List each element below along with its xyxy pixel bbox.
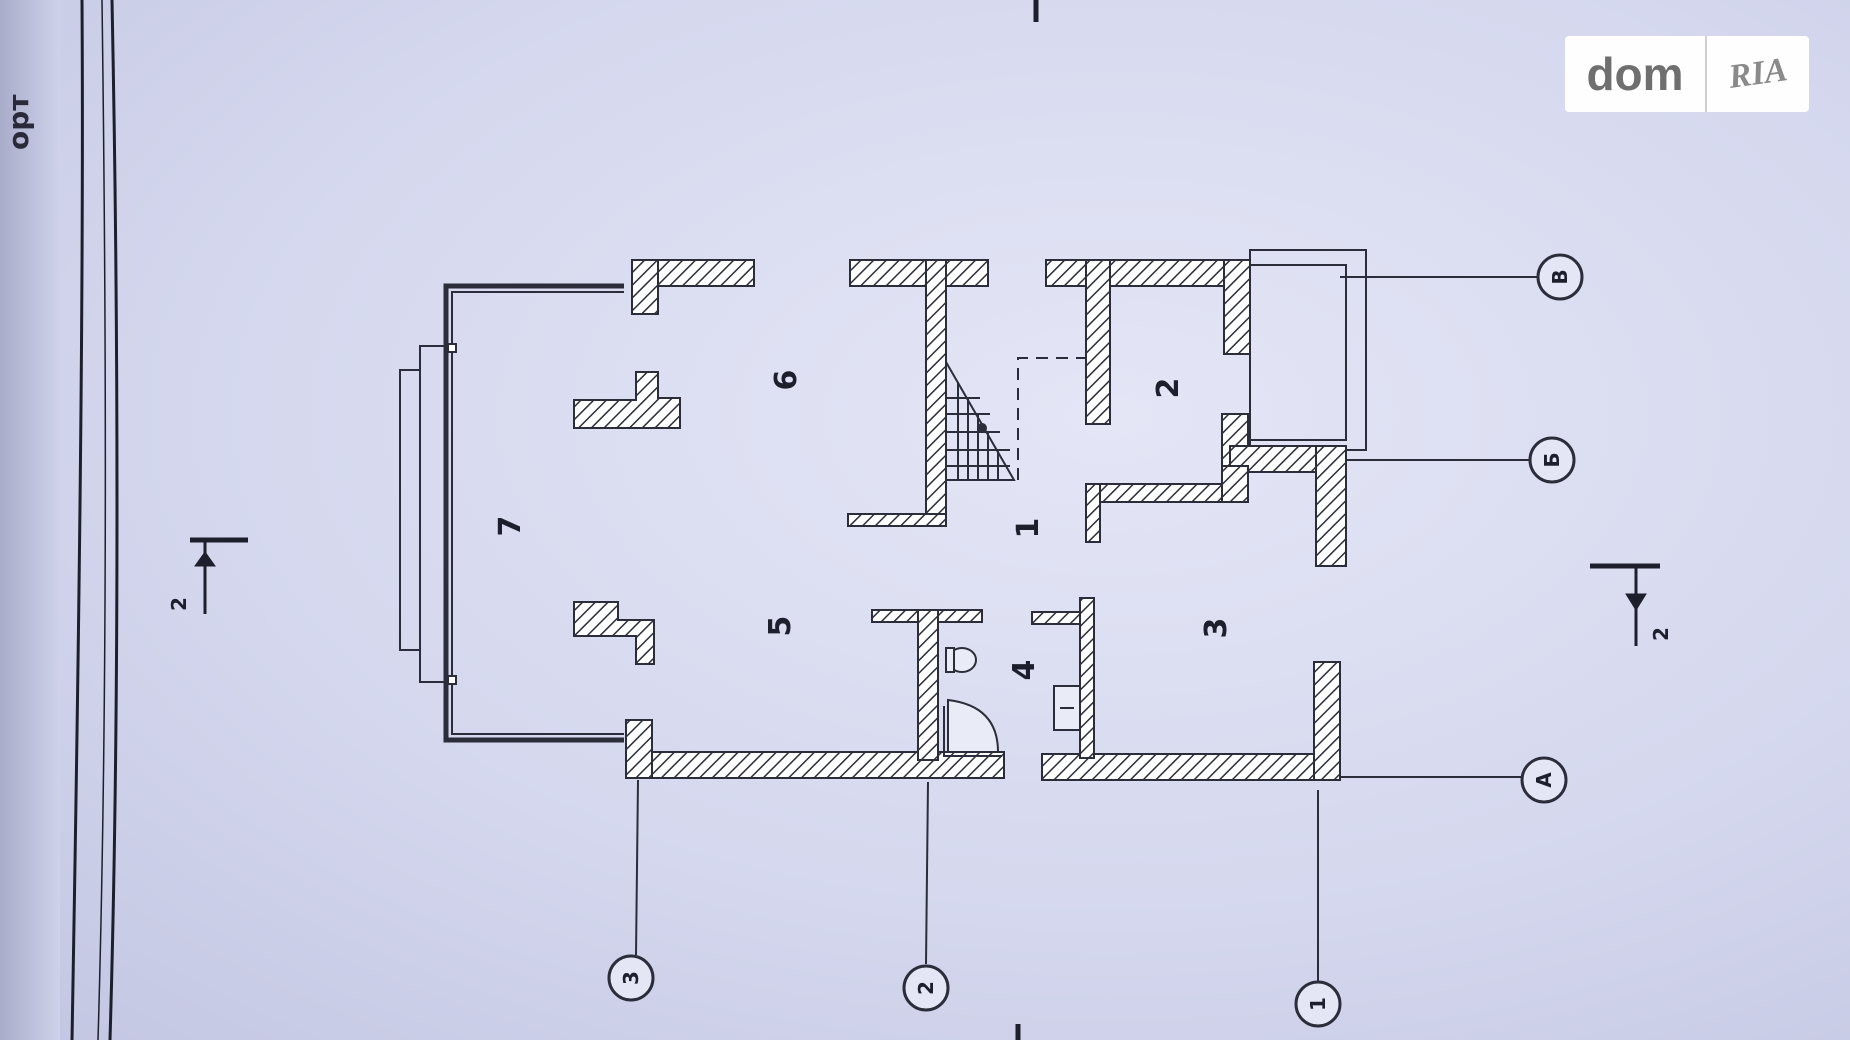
section-marker-right bbox=[1590, 563, 1660, 646]
section-label-left: 2 bbox=[167, 597, 191, 611]
axis-labels: В Б А 3 2 1 bbox=[619, 269, 1572, 1011]
axis-label-2: 2 bbox=[914, 981, 938, 995]
upper-floor-outline bbox=[1017, 357, 1086, 480]
watermark-brand: dom bbox=[1565, 36, 1707, 112]
room-label-7: 7 bbox=[493, 516, 528, 537]
staircase bbox=[945, 361, 1016, 481]
axis-label-3: 3 bbox=[619, 971, 643, 985]
room-label-3: 3 bbox=[1199, 618, 1234, 639]
room-label-1: 1 bbox=[1011, 518, 1046, 539]
porch-outline bbox=[1249, 249, 1367, 451]
edge-ticks bbox=[1015, 0, 1039, 1040]
room-label-4: 4 bbox=[1007, 660, 1042, 681]
axis-bubble-a bbox=[1520, 756, 1568, 804]
axis-bubble-b bbox=[1528, 436, 1576, 484]
axis-bubble-2 bbox=[902, 964, 950, 1012]
axis-bubble-v bbox=[1536, 253, 1584, 301]
room-label-2: 2 bbox=[1151, 378, 1186, 399]
domria-watermark: dom RIA bbox=[1565, 36, 1809, 112]
axis-label-b: Б bbox=[1540, 452, 1564, 467]
sheet-frame-lines bbox=[70, 0, 119, 1040]
axis-label-1: 1 bbox=[1306, 997, 1330, 1011]
watermark-brand-suffix: RIA bbox=[1726, 51, 1790, 96]
room-labels: 1 2 3 4 5 6 7 bbox=[493, 370, 1234, 681]
paper-edge-shadow bbox=[0, 0, 60, 1040]
wall-outline bbox=[1003, 752, 1043, 780]
walls bbox=[573, 259, 1347, 781]
section-label-right: 2 bbox=[1649, 627, 1673, 641]
room-label-5: 5 bbox=[763, 616, 798, 637]
axis-bubbles bbox=[607, 253, 1584, 1028]
bathroom-fixtures bbox=[943, 647, 1081, 757]
axis-leaders bbox=[635, 276, 1538, 982]
bay-window bbox=[399, 283, 624, 743]
section-marker-left bbox=[190, 537, 248, 614]
axis-label-v: В bbox=[1548, 269, 1572, 284]
axis-bubble-1 bbox=[1294, 980, 1342, 1028]
axis-label-a: А bbox=[1532, 772, 1556, 788]
room-label-6: 6 bbox=[769, 370, 804, 391]
section-labels: 2 2 bbox=[167, 597, 1673, 641]
axis-bubble-3 bbox=[607, 954, 655, 1002]
